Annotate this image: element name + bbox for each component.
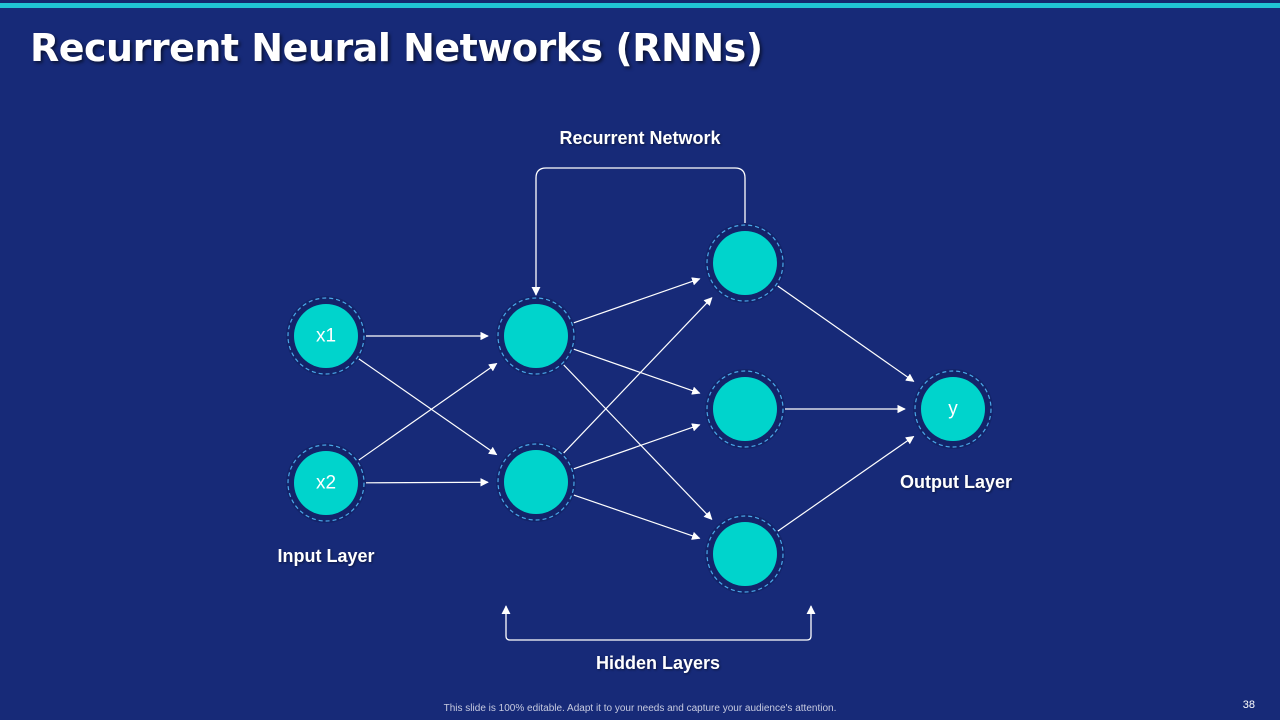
slide-title: Recurrent Neural Networks (RNNs) <box>30 26 763 70</box>
node-core <box>713 377 777 441</box>
node-label: x1 <box>316 326 336 347</box>
node-dashed-ring <box>497 297 575 375</box>
edge-h1a-to-h2a <box>573 277 701 324</box>
edge-h2c-to-y <box>777 435 915 532</box>
edge-h1b-to-h2a <box>563 297 713 454</box>
node-x2: x2 <box>286 443 366 523</box>
hidden-layers-label: Hidden Layers <box>595 653 721 673</box>
edge-x2-to-h1b <box>365 478 489 487</box>
node-label: x2 <box>316 473 336 494</box>
edge-x2-to-h1a <box>358 363 498 461</box>
node-h1a <box>496 296 576 376</box>
input-layer-label: Input Layer <box>277 546 375 566</box>
node-h1b <box>496 442 576 522</box>
node-core <box>294 304 358 368</box>
hidden-layers-bracket <box>501 605 816 641</box>
page-number: 38 <box>1242 699 1255 711</box>
edges-layer <box>358 277 915 540</box>
node-h2b <box>705 369 785 449</box>
footer-note: This slide is 100% editable. Adapt it to… <box>443 703 837 714</box>
edge-h2a-to-y <box>777 285 915 382</box>
node-dashed-ring <box>706 515 784 593</box>
output-layer-label: Output Layer <box>899 472 1013 492</box>
node-core <box>504 304 568 368</box>
node-dashed-ring <box>706 224 784 302</box>
edge-h1b-to-h2b <box>573 423 701 470</box>
edge-x1-to-h1b <box>358 358 498 456</box>
edge-h1a-to-h2b <box>573 348 701 395</box>
node-dashed-ring <box>287 297 365 375</box>
node-core <box>713 522 777 586</box>
node-dashed-ring <box>706 370 784 448</box>
top-band-dark <box>0 0 1280 3</box>
nodes-layer: x1 x2 y <box>286 223 993 594</box>
recurrent-network-label: Recurrent Network <box>559 128 721 148</box>
node-core <box>921 377 985 441</box>
recurrent-loop-arrow <box>531 167 746 296</box>
node-core <box>713 231 777 295</box>
node-h2a <box>705 223 785 303</box>
top-accent-band <box>0 3 1280 8</box>
node-h2c <box>705 514 785 594</box>
node-core <box>504 450 568 514</box>
node-dashed-ring <box>497 443 575 521</box>
edge-h1a-to-h2c <box>563 364 713 520</box>
node-dashed-ring <box>287 444 365 522</box>
node-y: y <box>913 369 993 449</box>
node-core <box>294 451 358 515</box>
node-x1: x1 <box>286 296 366 376</box>
edge-h1b-to-h2c <box>573 494 701 540</box>
node-label: y <box>948 399 958 420</box>
node-dashed-ring <box>914 370 992 448</box>
